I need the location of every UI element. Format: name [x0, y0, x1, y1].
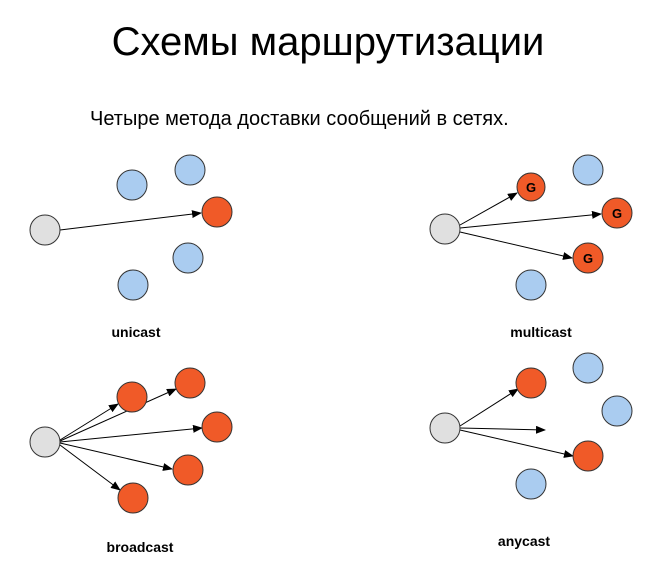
anycast-node: [515, 468, 547, 500]
multicast-group-node: [572, 242, 604, 274]
multicast-arrow: [459, 210, 602, 229]
unicast-node: [116, 169, 148, 201]
anycast-arrow: [459, 429, 574, 458]
broadcast-arrow: [59, 388, 177, 442]
multicast-label: multicast: [510, 324, 572, 340]
anycast-target-node: [572, 440, 604, 472]
unicast-target-node: [201, 196, 233, 228]
anycast-label: anycast: [498, 533, 550, 549]
multicast-panel: G G G multicast: [429, 154, 633, 340]
anycast-node: [572, 352, 604, 384]
broadcast-label: broadcast: [107, 539, 174, 555]
broadcast-target-node: [117, 482, 149, 514]
multicast-group-marker: G: [612, 206, 622, 221]
unicast-node: [172, 242, 204, 274]
anycast-arrow: [459, 388, 519, 427]
anycast-panel: anycast: [429, 352, 633, 549]
unicast-node: [117, 269, 149, 301]
anycast-source-node: [429, 412, 461, 444]
broadcast-target-node: [172, 454, 204, 486]
broadcast-arrow: [59, 403, 119, 441]
anycast-arrow: [459, 425, 546, 434]
unicast-panel: unicast: [29, 154, 233, 340]
unicast-arrow: [59, 210, 202, 231]
broadcast-source-node: [29, 426, 61, 458]
multicast-group-node: [601, 197, 633, 229]
broadcast-target-node: [174, 367, 206, 399]
broadcast-target-node: [201, 411, 233, 443]
anycast-node: [601, 395, 633, 427]
multicast-arrow: [459, 192, 518, 226]
multicast-arrow: [459, 231, 573, 260]
broadcast-target-node: [116, 381, 148, 413]
unicast-source-node: [29, 214, 61, 246]
page-title: Схемы маршрутизации: [111, 20, 545, 64]
multicast-group-marker: G: [526, 180, 536, 195]
anycast-target-node: [515, 367, 547, 399]
unicast-node: [174, 154, 206, 186]
broadcast-arrow: [59, 444, 121, 491]
multicast-source-node: [429, 213, 461, 245]
multicast-group-marker: G: [583, 251, 593, 266]
page-subtitle: Четыре метода доставки сообщений в сетях…: [90, 108, 509, 130]
multicast-node: [572, 154, 604, 186]
broadcast-arrow: [59, 442, 173, 471]
broadcast-panel: broadcast: [29, 367, 233, 555]
broadcast-arrow: [59, 424, 203, 443]
unicast-label: unicast: [111, 324, 160, 340]
multicast-node: [515, 269, 547, 301]
multicast-group-node: [516, 172, 546, 202]
